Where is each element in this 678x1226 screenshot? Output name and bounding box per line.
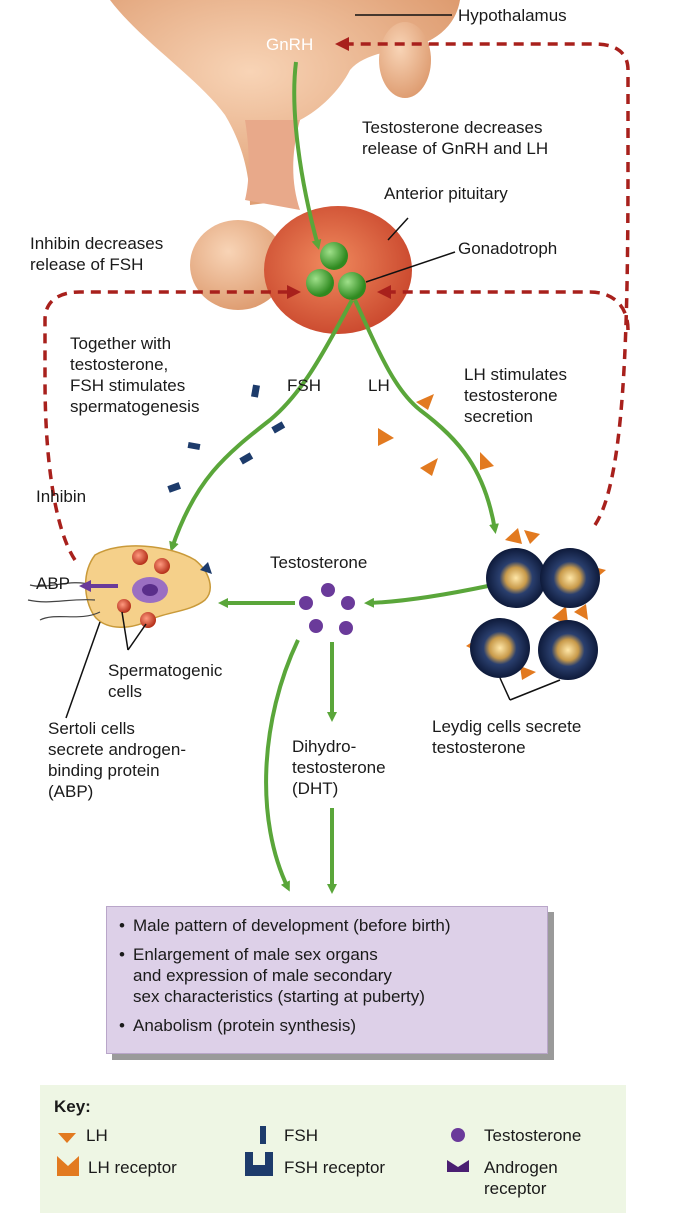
lh-molecules (378, 394, 494, 476)
fsh-label: FSH (287, 376, 321, 395)
testosterone-effects-box: Male pattern of development (before birt… (106, 906, 548, 1054)
leydig-cells (466, 528, 606, 680)
gonadotroph-cells (306, 242, 366, 300)
testosterone-to-outcomes-arrow (264, 639, 300, 892)
androgen-receptor-key-icon (447, 1160, 469, 1172)
gnrh-label: GnRH (266, 35, 314, 54)
posterior-pituitary-shape (190, 220, 286, 310)
inhibin-feedback-label: Inhibin decreases release of FSH (30, 234, 164, 274)
spermatogenic-pointer-1 (121, 611, 129, 651)
effect-item: Male pattern of development (before birt… (119, 915, 539, 936)
lh-key-icon (58, 1133, 76, 1143)
lh-arrow (353, 299, 499, 534)
anterior-pituitary-pointer (387, 217, 409, 241)
effect-item: Enlargement of male sex organs and expre… (119, 944, 539, 1007)
key-panel: Key: LH LH receptor FSH FSH receptor Tes… (40, 1085, 626, 1213)
testosterone-label: Testosterone (270, 553, 368, 572)
pituitary-stalk (245, 120, 300, 210)
testosterone-molecules (299, 583, 355, 635)
hypothalamus-label: Hypothalamus (458, 6, 567, 25)
gonadotroph-pointer (365, 251, 456, 283)
anterior-pituitary-shape (264, 206, 412, 334)
effects-list: Male pattern of development (before birt… (107, 907, 547, 1036)
sertoli-cell (27, 545, 212, 628)
key-fsh-label: FSH (284, 1126, 318, 1145)
gonadotroph-label: Gonadotroph (458, 239, 558, 258)
testosterone-feedback-label: Testosterone decreases release of GnRH a… (362, 118, 549, 158)
fsh-arrow (169, 299, 354, 552)
gnrh-arrow (292, 61, 322, 250)
testosterone-feedback-to-lh (377, 285, 630, 331)
fsh-receptor-key-icon (245, 1152, 273, 1176)
lh-action-label: LH stimulates testosterone secretion (464, 365, 567, 426)
sertoli-cells-label: Sertoli cells secrete androgen- binding … (48, 719, 186, 801)
effect-item: Anabolism (protein synthesis) (119, 1015, 539, 1036)
fsh-molecules (167, 384, 286, 493)
sertoli-pointer (65, 621, 101, 719)
inhibin-feedback-loop (43, 285, 301, 561)
testosterone-feedback-loop (335, 37, 630, 526)
spermatogenic-cells-label: Spermatogenic cells (108, 661, 223, 701)
key-title: Key: (54, 1097, 91, 1116)
lh-label: LH (368, 376, 390, 395)
leydig-to-testosterone-arrow (364, 584, 489, 608)
fsh-action-label: Together with testosterone, FSH stimulat… (70, 334, 200, 416)
key-lh-receptor-label: LH receptor (88, 1158, 177, 1177)
spermatogenic-pointer-2 (127, 623, 147, 651)
fsh-key-icon (260, 1126, 266, 1144)
abp-label: ABP (36, 574, 71, 593)
dht-label: Dihydro- testosterone (DHT) (292, 737, 386, 798)
key-androgen-receptor-label: Androgen receptor (484, 1158, 558, 1198)
leydig-pointer-1 (499, 677, 511, 701)
anterior-pituitary-label: Anterior pituitary (384, 184, 508, 203)
testosterone-key-icon (451, 1128, 465, 1142)
key-fsh-receptor-label: FSH receptor (284, 1158, 386, 1177)
key-lh-label: LH (86, 1126, 108, 1145)
leydig-cells-label: Leydig cells secrete testosterone (432, 717, 582, 757)
hypothalamus-shape (110, 0, 460, 205)
key-testosterone-label: Testosterone (484, 1126, 582, 1145)
inhibin-label: Inhibin (36, 487, 87, 506)
lh-receptor-key-icon (57, 1156, 79, 1176)
leydig-pointer-2 (509, 679, 561, 701)
